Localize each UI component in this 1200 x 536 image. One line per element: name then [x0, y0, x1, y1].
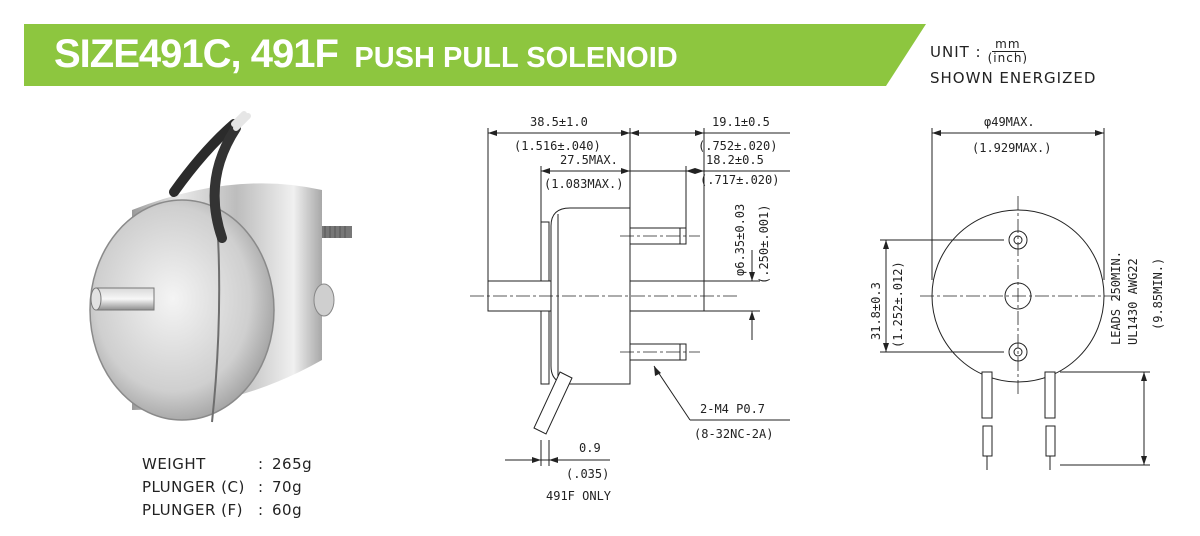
push-out-label: 19.1±0.5: [712, 115, 770, 129]
hole-spacing-label: 31.8±0.3: [869, 282, 883, 340]
unit-numerator: mm: [992, 38, 1024, 52]
plunger-diameter-inch-label: (.250±.001): [757, 205, 771, 284]
front-face: [90, 200, 274, 420]
spec-value: 70g: [272, 477, 303, 496]
lead-wire-1: [169, 119, 239, 197]
plunger-diameter-label: φ6.35±0.03: [733, 204, 747, 276]
spec-label: PLUNGER (F): [142, 500, 243, 519]
flange-note-label: 491F ONLY: [546, 489, 612, 503]
hole-spacing-inch-label: (1.252±.012): [891, 261, 905, 348]
shown-energized-note: SHOWN ENERGIZED: [930, 69, 1097, 87]
unit-fraction: mm (inch): [988, 38, 1029, 65]
dimension-arrows: [488, 130, 1147, 465]
stud-length-label: 18.2±0.5: [706, 153, 764, 167]
body-length-label: 27.5MAX.: [560, 153, 618, 167]
page-title: SIZE491C, 491F PUSH PULL SOLENOID: [54, 32, 678, 77]
solenoid-photo: [89, 111, 352, 423]
end-view: [880, 128, 1150, 470]
lead-wire-2: [209, 123, 241, 243]
spec-row-weight: WEIGHT : 265g: [142, 452, 312, 475]
unit-denominator: (inch): [987, 51, 1029, 65]
outer-diameter-label: φ49MAX.: [984, 115, 1035, 129]
spec-row-plunger-f: PLUNGER (F) : 60g: [142, 498, 312, 521]
overall-length-inch-label: (1.516±.040): [514, 139, 601, 153]
spec-separator: :: [258, 454, 264, 473]
spec-row-plunger-c: PLUNGER (C) : 70g: [142, 475, 312, 498]
unit-note: UNIT : mm (inch) SHOWN ENERGIZED: [930, 38, 1097, 88]
spec-separator: :: [258, 500, 264, 519]
flange-thickness-label: 0.9: [579, 441, 601, 455]
spec-separator: :: [258, 477, 264, 496]
unit-label: UNIT :: [930, 42, 982, 61]
overall-length-label: 38.5±1.0: [530, 115, 588, 129]
body-length-inch-label: (1.083MAX.): [544, 177, 623, 191]
spec-value: 265g: [272, 454, 313, 473]
spec-label: PLUNGER (C): [142, 477, 245, 496]
flange-thickness-inch-label: (.035): [566, 467, 609, 481]
outer-diameter-inch-label: (1.929MAX.): [972, 141, 1051, 155]
stud-length-inch-label: (.717±.020): [700, 173, 779, 187]
title-banner: SIZE491C, 491F PUSH PULL SOLENOID: [24, 24, 926, 86]
push-out-inch-label: (.752±.020): [698, 139, 777, 153]
thread-label: 2-M4 P0.7: [700, 402, 765, 416]
leads-length-inch-label: (9.85MIN.): [1151, 258, 1165, 330]
side-view: [470, 128, 790, 466]
spec-value: 60g: [272, 500, 303, 519]
banner-shape: [24, 24, 926, 86]
model-number: SIZE491C, 491F: [54, 32, 339, 76]
leads-spec-label: UL1430 AWG22: [1126, 258, 1140, 345]
product-name: PUSH PULL SOLENOID: [354, 42, 678, 74]
spec-list: WEIGHT : 265g PLUNGER (C) : 70g PLUNGER …: [142, 452, 312, 521]
spec-label: WEIGHT: [142, 454, 206, 473]
leads-length-label: LEADS 250MIN.: [1109, 251, 1123, 345]
thread-inch-label: (8-32NC-2A): [694, 427, 773, 441]
